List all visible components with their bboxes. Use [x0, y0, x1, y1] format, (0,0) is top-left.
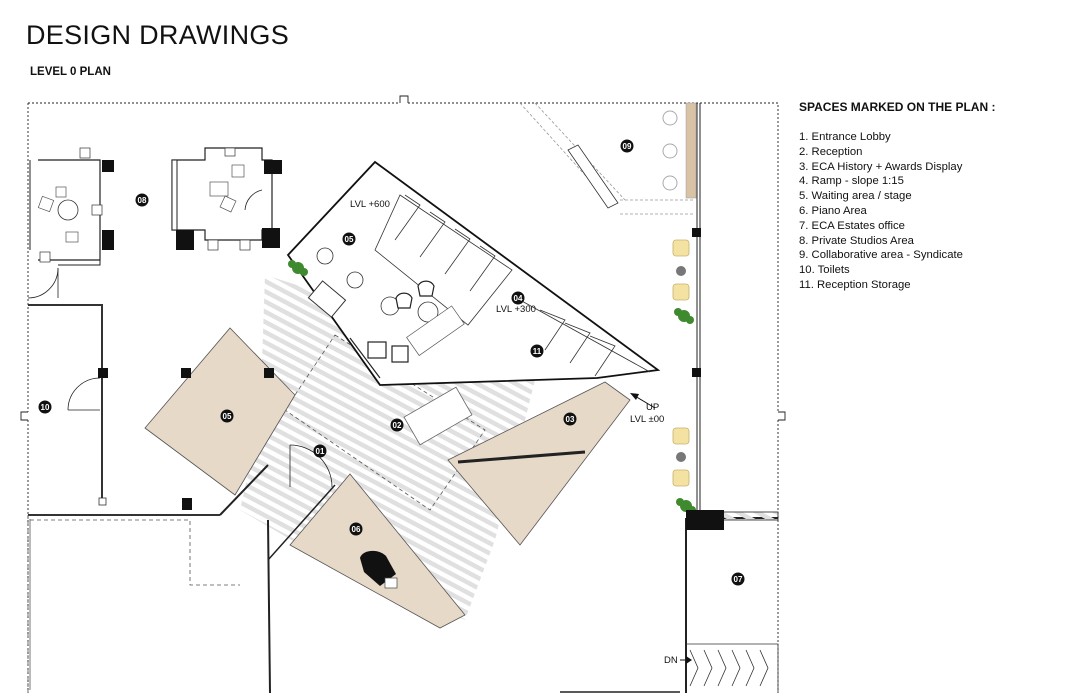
reception-zone-outline: [284, 334, 486, 511]
yellow-chair: [672, 469, 690, 487]
legend-item-ramp: 4. Ramp - slope 1:15: [799, 175, 904, 188]
stair-dn: [686, 643, 779, 693]
boundary-notch-top: [399, 95, 409, 103]
room-tag-01: 01: [313, 444, 327, 458]
yellow-chair: [672, 427, 690, 445]
entrance-glass: [267, 484, 336, 561]
annotation-lvl-300: LVL +300: [496, 304, 536, 315]
legend-item-waiting-area: 5. Waiting area / stage: [799, 190, 912, 203]
side-table: [676, 266, 686, 276]
room-tag-03: 03: [563, 412, 577, 426]
annotation-lvl-600: LVL +600: [350, 199, 390, 210]
legend-item-reception: 2. Reception: [799, 145, 863, 158]
plant-icon: [288, 260, 308, 276]
toilets-door-swing: [67, 377, 101, 411]
toilets-walls: [28, 304, 220, 516]
left-door-swing: [27, 267, 59, 299]
estates-office-wall-hatch: [721, 511, 779, 521]
dn-arrowhead: [686, 656, 692, 664]
legend-item-private-studios: 8. Private Studios Area: [799, 234, 914, 247]
room-tag-10: 10: [38, 400, 52, 414]
yellow-chair: [672, 283, 690, 301]
yellow-chair: [672, 239, 690, 257]
room-tag-label: 05: [223, 412, 232, 421]
annotation-lvl-00: LVL ±00: [630, 414, 664, 425]
lower-left-room: [27, 515, 240, 693]
room-tag-09: 09: [620, 139, 634, 153]
annotation-dn: DN: [664, 655, 678, 666]
plan-subtitle: LEVEL 0 PLAN: [30, 66, 111, 78]
awards-display-rail: [457, 450, 586, 464]
room-tag-label: 08: [138, 196, 147, 205]
room-tag-06: 06: [349, 522, 363, 536]
column: [692, 228, 701, 237]
reception-desk: [403, 386, 473, 446]
platform-waiting-05: [144, 327, 296, 496]
legend-heading: SPACES MARKED ON THE PLAN :: [799, 100, 996, 114]
room-tag-label: 10: [41, 403, 50, 412]
page-title: DESIGN DRAWINGS: [26, 20, 290, 50]
room-tag-label: 04: [514, 294, 523, 303]
room-tag-label: 11: [533, 347, 542, 356]
legend-item-estates-office: 7. ECA Estates office: [799, 219, 905, 232]
legend-item-history-display: 3. ECA History + Awards Display: [799, 160, 963, 173]
entrance-wall: [219, 464, 271, 694]
column: [686, 510, 724, 530]
room-tag-05-waiting: 05: [342, 232, 356, 246]
legend-item-toilets: 10. Toilets: [799, 264, 850, 277]
side-table: [676, 452, 686, 462]
legend-item-piano-area: 6. Piano Area: [799, 204, 867, 217]
room-tag-11: 11: [530, 344, 544, 358]
room-tag-label: 03: [566, 415, 575, 424]
legend-list: 1. Entrance Lobby 2. Reception 3. ECA Hi…: [799, 130, 1069, 293]
column: [182, 498, 192, 510]
room-tag-label: 01: [316, 447, 325, 456]
room-tag-label: 09: [623, 142, 632, 151]
platform-history-03: [447, 381, 631, 546]
grand-piano: [360, 550, 398, 589]
column: [98, 368, 108, 378]
platform-piano-06: [289, 473, 466, 629]
room-tag-08: 08: [135, 193, 149, 207]
estates-office-walls: [685, 517, 778, 693]
ramp-arrowhead: [630, 393, 639, 400]
annotation-up: UP: [646, 402, 659, 413]
room-tag-label: 02: [393, 421, 402, 430]
ramp-arrow: [634, 395, 656, 409]
room-tag-label: 07: [734, 575, 743, 584]
boundary-notch-left: [20, 411, 28, 421]
boundary-notch-right: [778, 411, 786, 421]
column: [692, 368, 701, 377]
column: [181, 368, 191, 378]
room-tag-07: 07: [731, 572, 745, 586]
room-tag-label: 06: [352, 525, 361, 534]
shaft-marker: [98, 497, 107, 506]
legend-item-collaborative-area: 9. Collaborative area - Syndicate: [799, 249, 963, 262]
legend-item-reception-storage: 11. Reception Storage: [799, 278, 911, 291]
private-studio-pod-left: [29, 147, 114, 266]
building-outline: [27, 102, 779, 693]
plant-icon: [674, 308, 694, 324]
room-tag-04: 04: [511, 291, 525, 305]
room-tag-label: 05: [345, 235, 354, 244]
column: [264, 368, 274, 378]
private-studio-pod-right: [171, 147, 282, 251]
waiting-area-stage: [286, 160, 661, 386]
room-tag-02: 02: [390, 418, 404, 432]
collaborative-area: [519, 102, 697, 215]
window-wall: [696, 103, 701, 510]
legend-item-entrance-lobby: 1. Entrance Lobby: [799, 131, 891, 143]
room-tag-05-platform: 05: [220, 409, 234, 423]
spaces-legend: SPACES MARKED ON THE PLAN : 1. Entrance …: [799, 100, 1069, 293]
